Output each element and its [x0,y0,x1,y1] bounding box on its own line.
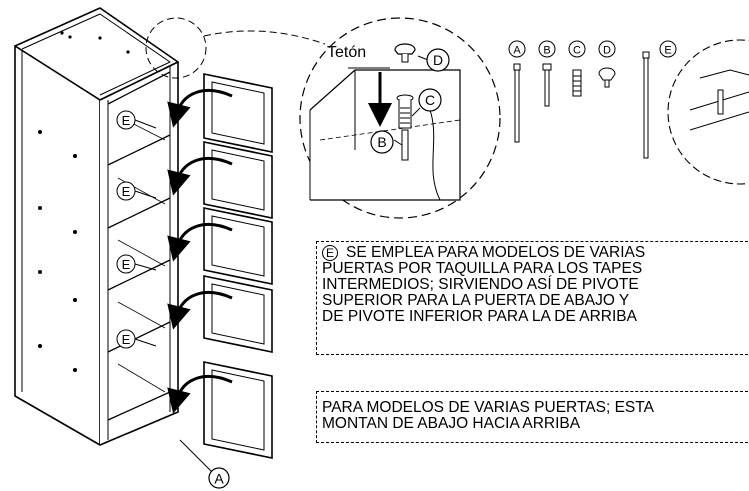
note-e-line-2: PUERTAS POR TAQUILLA PARA LOS TAPES [322,260,643,277]
label-b-detail: B [377,134,386,150]
label-a-bottom: A [214,471,224,487]
note-e-line-5: DE PIVOTE INFERIOR PARA LA DE ARRIBA [322,308,637,325]
label-e-2: E [122,184,131,199]
note-e-line-3: INTERMEDIOS; SIRVIENDO ASÍ DE PIVOTE [322,276,639,293]
note-e-box [316,241,749,355]
locker-doors [203,73,273,459]
teton-label: Tetón [327,44,366,61]
label-e-1: E [122,113,131,128]
part-label-c: C [573,45,581,57]
part-label-d: D [603,45,611,57]
label-c-detail: C [425,92,435,108]
part-label-a: A [513,45,521,57]
locker-cabinet [14,7,179,446]
note-mount-line-2: MONTAN DE ABAJO HACIA ARRIBA [322,415,581,432]
note-mount-text: PARA MODELOS DE VARIAS PUERTAS; ESTA MON… [322,400,654,432]
label-a-circle-bottom [208,467,230,489]
mounting-arrows [167,89,233,414]
part-label-b: B [543,45,550,57]
note-mount-line-1: PARA MODELOS DE VARIAS PUERTAS; ESTA [322,399,654,416]
label-d-detail: D [433,52,443,68]
note-mount-box [316,391,749,443]
parts-row [508,40,677,159]
pivot-detail-right [667,39,749,185]
pivot-detail [145,17,501,219]
note-e-line-4: SUPERIOR PARA LA PUERTA DE ABAJO Y [322,292,630,309]
label-e-3: E [122,257,131,272]
part-label-e: E [664,45,671,57]
label-e-4: E [122,332,131,347]
note-e-circle: E [322,245,338,261]
